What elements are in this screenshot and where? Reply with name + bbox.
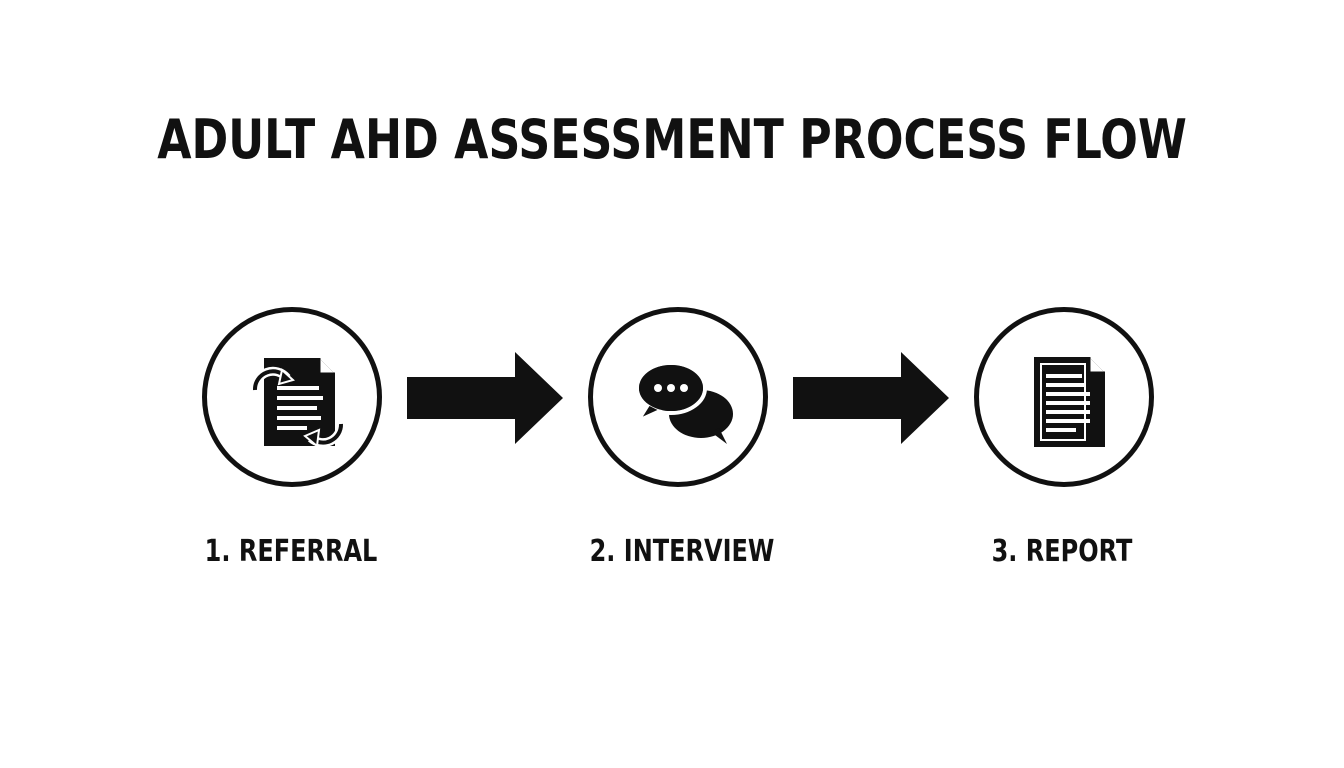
right-arrow-icon (793, 352, 949, 444)
chat-bubbles-icon (635, 361, 733, 444)
diagram-title: ADULT AHD ASSESSMENT PROCESS FLOW (157, 108, 1187, 171)
step-referral-circle (202, 307, 382, 487)
referral-document-icon (250, 358, 346, 448)
step-label-interview: 2. INTERVIEW (589, 534, 775, 569)
report-document-icon (1034, 357, 1105, 447)
step-report-circle (974, 307, 1154, 487)
step-label-report: 3. REPORT (991, 534, 1133, 569)
step-interview-circle (588, 307, 768, 487)
right-arrow-icon (407, 352, 563, 444)
step-label-referral: 1. REFERRAL (204, 534, 378, 569)
flow-arrow-1 (407, 352, 563, 444)
flow-arrow-2 (793, 352, 949, 444)
